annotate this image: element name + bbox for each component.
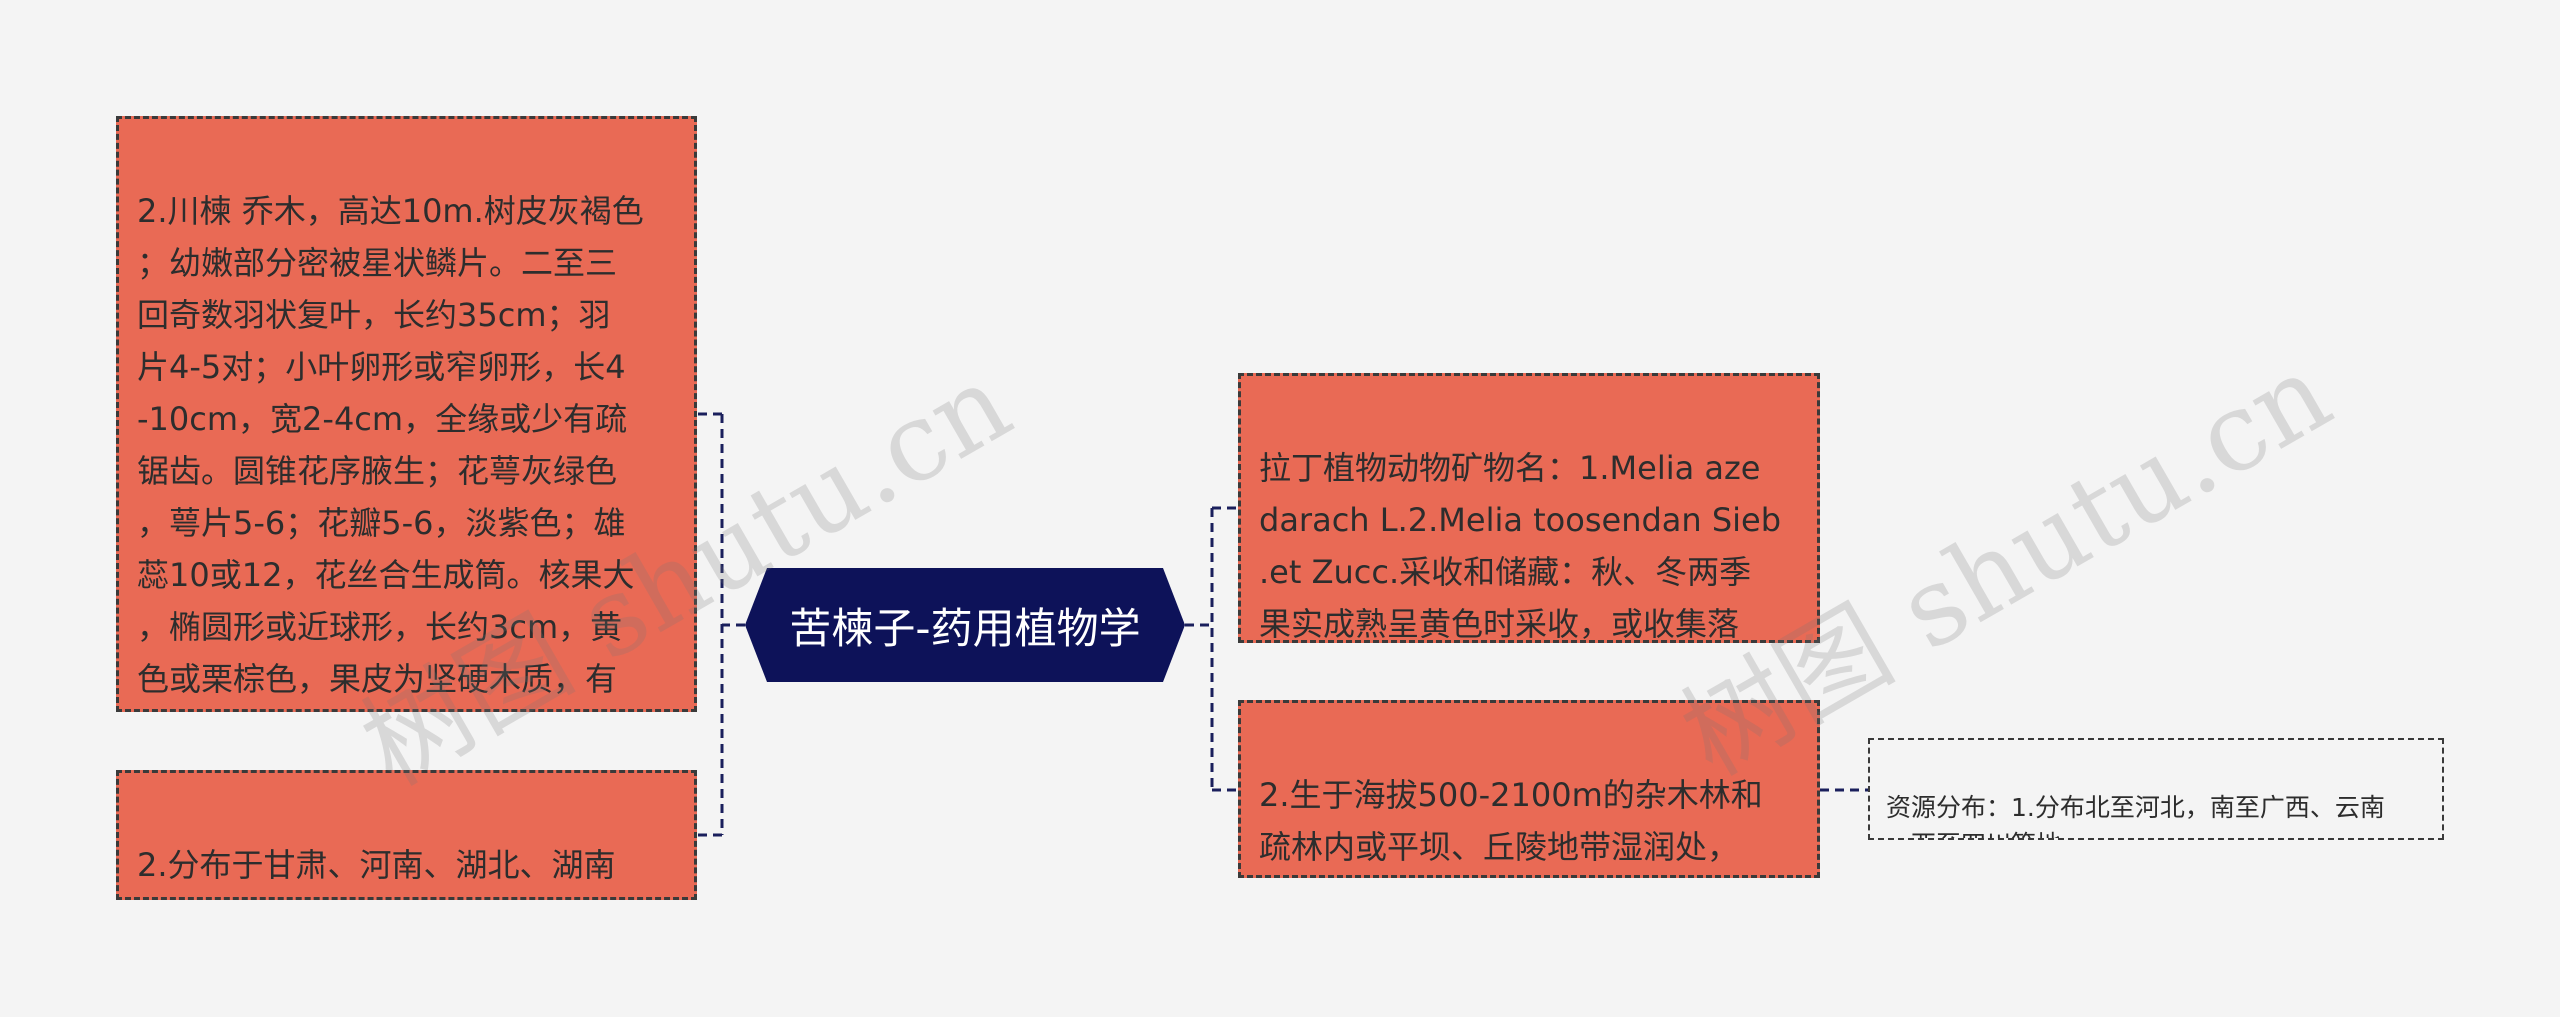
right-node-2-text: 2.生于海拔500-2100m的杂木林和 疏林内或平坝、丘陵地带湿润处， 常栽培… bbox=[1259, 776, 1763, 866]
left-node-1-text: 2.川楝 乔木，高达10m.树皮灰褐色 ；幼嫩部分密被星状鳞片。二至三 回奇数羽… bbox=[137, 192, 644, 698]
right-node-latin-name-harvest[interactable]: 拉丁植物动物矿物名：1.Melia aze darach L.2.Melia t… bbox=[1238, 373, 1820, 643]
central-topic[interactable]: 苦楝子-药用植物学 bbox=[745, 568, 1185, 682]
sub-node-text: 资源分布：1.分布北至河北，南至广西、云南 ，西至四川等地。 bbox=[1886, 793, 2385, 838]
sub-node-resource-distribution[interactable]: 资源分布：1.分布北至河北，南至广西、云南 ，西至四川等地。 bbox=[1868, 738, 2444, 840]
right-node-1-text: 拉丁植物动物矿物名：1.Melia aze darach L.2.Melia t… bbox=[1259, 449, 1782, 643]
central-topic-shape bbox=[745, 568, 1185, 682]
left-node-2-text: 2.分布于甘肃、河南、湖北、湖南 、广西、四川、贵州、云南等地。 bbox=[137, 846, 616, 884]
right-node-habitat[interactable]: 2.生于海拔500-2100m的杂木林和 疏林内或平坝、丘陵地带湿润处， 常栽培… bbox=[1238, 700, 1820, 878]
left-node-distribution[interactable]: 2.分布于甘肃、河南、湖北、湖南 、广西、四川、贵州、云南等地。 bbox=[116, 770, 697, 900]
left-node-chuanlian-description[interactable]: 2.川楝 乔木，高达10m.树皮灰褐色 ；幼嫩部分密被星状鳞片。二至三 回奇数羽… bbox=[116, 116, 697, 712]
central-topic-title: 苦楝子-药用植物学 bbox=[789, 603, 1141, 653]
